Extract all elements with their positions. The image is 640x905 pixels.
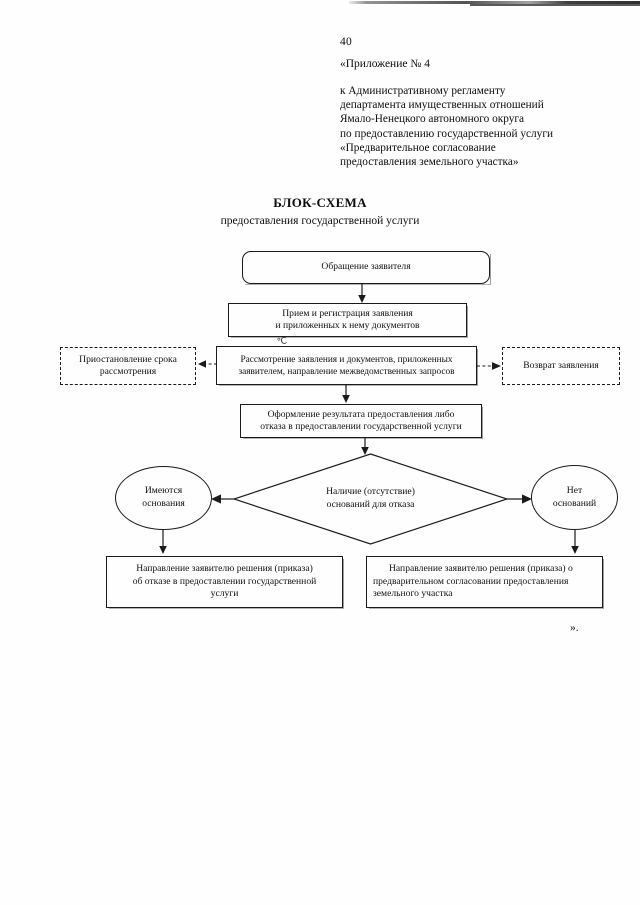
flow-node-grounds-no-label: Нет оснований	[552, 484, 597, 509]
appendix-line-2: департамента имущественных отношений	[340, 99, 544, 112]
page-number: 40	[340, 36, 352, 48]
flowchart-subtitle: предоставления государственной услуги	[220, 215, 420, 227]
appendix-line-4: по предоставлению государственной услуги	[340, 127, 554, 140]
flow-node-decision: Наличие (отсутствие) оснований для отказ…	[233, 453, 508, 545]
appendix-line-1: к Административному регламенту	[340, 85, 506, 97]
flow-node-grounds-no: Нет оснований	[531, 465, 618, 530]
flow-node-return-label: Возврат заявления	[523, 359, 599, 371]
connector-review-to-suspend	[196, 358, 218, 370]
connector-review-to-result	[340, 385, 352, 404]
flow-node-start: Обращение заявителя	[242, 251, 491, 285]
flow-node-grounds-yes-label: Имеются основания	[142, 485, 185, 509]
flow-node-grounds-yes: Имеются основания	[115, 466, 212, 530]
flow-node-refusal-label: Направление заявителю решения (приказа) …	[132, 563, 317, 600]
appendix-title: «Приложение № 4	[340, 58, 430, 70]
appendix-reference-block: к Административному регламенту департаме…	[340, 84, 630, 169]
connector-grounds-yes-to-refusal	[157, 530, 169, 555]
connector-decision-to-grounds-no	[505, 492, 535, 506]
flow-node-review: Рассмотрение заявления и документов, при…	[216, 346, 478, 386]
flow-node-refusal: Направление заявителю решения (приказа) …	[106, 556, 344, 609]
appendix-line-3: Ямало-Ненецкого автономного округа	[340, 113, 525, 126]
flow-node-result: Оформление результата предоставления либ…	[240, 404, 483, 439]
flow-node-start-label: Обращение заявителя	[321, 261, 411, 273]
flow-node-approval: Направление заявителю решения (приказа) …	[366, 556, 604, 609]
scan-artifact-streak-secondary	[470, 4, 640, 6]
flowchart-title: БЛОК-СХЕМА	[273, 195, 367, 210]
flow-node-approval-label: Направление заявителю решения (приказа) …	[373, 563, 573, 600]
flow-node-suspend-label: Приостановление срока рассмотрения	[79, 353, 177, 377]
flow-node-review-label: Рассмотрение заявления и документов, при…	[238, 354, 455, 377]
flow-node-intake: Прием и регистрация заявления и приложен…	[228, 303, 468, 338]
connector-review-to-return	[477, 360, 504, 372]
connector-decision-to-grounds-yes	[210, 492, 236, 506]
connector-result-to-decision	[359, 438, 371, 456]
appendix-line-6: предоставления земельного участка»	[340, 156, 519, 169]
appendix-line-5: «Предварительное согласование	[340, 141, 496, 154]
flow-node-suspend: Приостановление срока рассмотрения	[60, 347, 196, 385]
closing-quote-mark: ».	[570, 622, 579, 634]
scan-artifact-streak	[349, 1, 640, 4]
flow-node-intake-label: Прием и регистрация заявления и приложен…	[275, 307, 420, 331]
connector-start-to-intake	[356, 284, 368, 304]
flow-node-return: Возврат заявления	[502, 347, 620, 385]
flow-node-result-label: Оформление результата предоставления либ…	[260, 408, 462, 432]
connector-grounds-no-to-approval	[569, 530, 581, 555]
